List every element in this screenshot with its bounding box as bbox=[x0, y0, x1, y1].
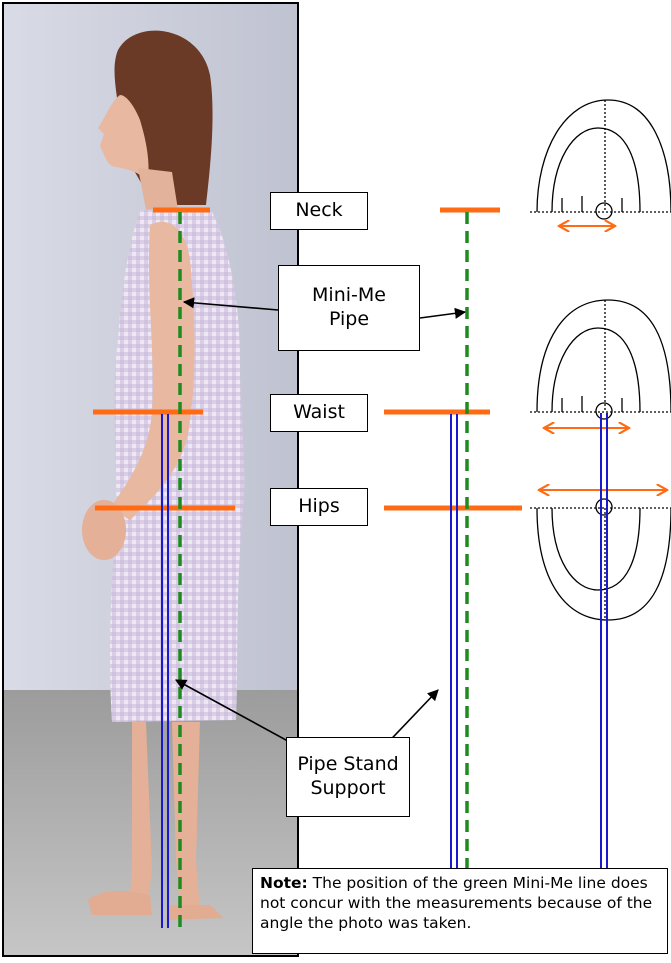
note-box: Note: The position of the green Mini-Me … bbox=[252, 868, 668, 954]
hips-label: Hips bbox=[270, 488, 368, 526]
pipe-stand-label-line1: Pipe Stand bbox=[297, 753, 398, 777]
mini-me-pipe-label-line2: Pipe bbox=[329, 308, 369, 332]
waist-label-text: Waist bbox=[293, 401, 345, 425]
pipe-stand-support-label: Pipe Stand Support bbox=[286, 737, 410, 817]
mini-me-arrow-schematic bbox=[420, 312, 465, 318]
waist-cross-section bbox=[530, 300, 671, 428]
mini-me-pipe-label-line1: Mini-Me bbox=[312, 284, 386, 308]
note-prefix: Note: bbox=[260, 874, 308, 892]
cross-section-stand-support bbox=[601, 413, 607, 870]
neck-label: Neck bbox=[270, 192, 368, 230]
woman-profile-photo bbox=[3, 3, 298, 956]
pipe-stand-label-line2: Support bbox=[310, 777, 385, 801]
neck-label-text: Neck bbox=[295, 199, 342, 223]
hips-label-text: Hips bbox=[298, 495, 340, 519]
neck-cross-section bbox=[530, 100, 671, 226]
note-text: The position of the green Mini-Me line d… bbox=[260, 874, 652, 932]
schematic-pipe-stand-support bbox=[451, 414, 457, 870]
mini-me-pipe-label: Mini-Me Pipe bbox=[278, 265, 420, 351]
waist-label: Waist bbox=[270, 394, 368, 432]
